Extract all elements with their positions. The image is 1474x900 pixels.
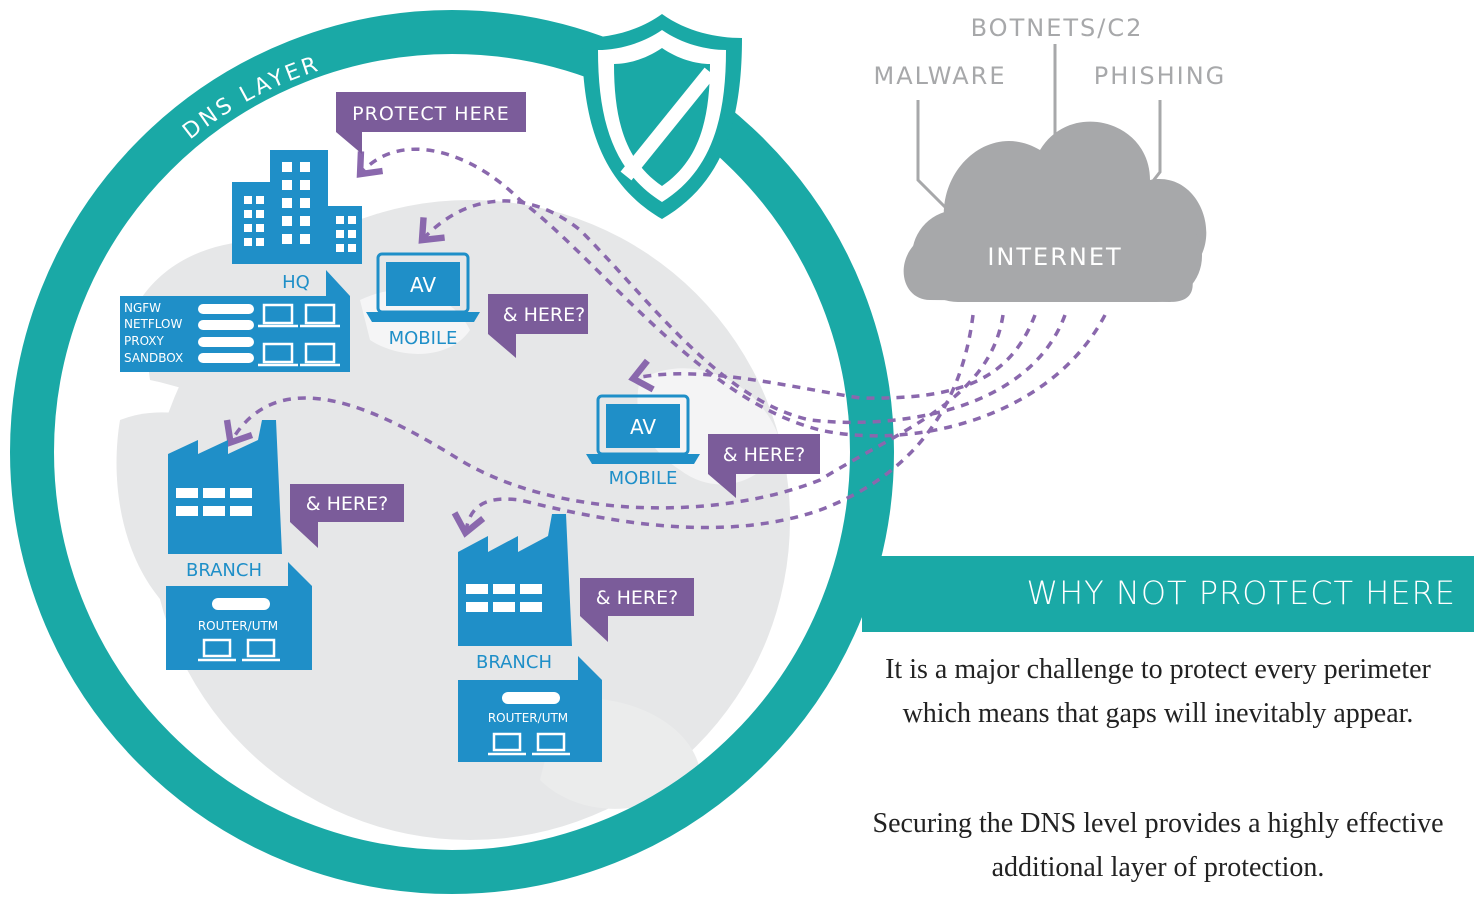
mobile-label-2: MOBILE [609, 468, 678, 489]
threat-phishing-label: PHISHING [1094, 62, 1227, 90]
protect-here-label: PROTECT HERE [352, 103, 510, 125]
threat-malware-label: MALWARE [874, 62, 1007, 90]
internet-cloud: INTERNET [903, 121, 1207, 303]
mobile-laptop-icon-1 [366, 252, 480, 322]
why-not-protect-here-banner: WHY NOT PROTECT HERE [862, 556, 1474, 632]
branch-laptop-icons-1 [198, 638, 280, 662]
mobile-laptop-icon-2 [586, 394, 700, 464]
traffic-line-hq [356, 147, 1107, 438]
branch-callout-label-2: & HERE? [596, 587, 678, 609]
hq-service-netflow: NETFLOW [124, 317, 182, 331]
hq-laptop-icons [258, 303, 340, 367]
branch-label-2: BRANCH [476, 652, 552, 673]
mobile-screen-label-2: AV [630, 415, 656, 439]
branch-router-icon-2 [502, 692, 560, 704]
traffic-lines [223, 147, 1107, 538]
traffic-line-mobile-2 [628, 314, 1037, 400]
branch-router-icon-1 [212, 598, 270, 610]
hq-building-icon [232, 150, 362, 264]
protect-here-callout: PROTECT HERE [336, 92, 526, 154]
internet-label: INTERNET [987, 243, 1122, 271]
hq-services: NGFW NETFLOW PROXY SANDBOX [124, 301, 183, 365]
shield-icon [582, 14, 742, 219]
hq-server-icons [198, 304, 254, 363]
mobile-callout-2: & HERE? [708, 434, 820, 498]
explanation-paragraph-2: Securing the DNS level provides a highly… [872, 808, 1444, 883]
mobile-callout-label-1: & HERE? [503, 304, 585, 326]
branch-device-label-2: ROUTER/UTM [488, 711, 568, 725]
branch-laptop-icons-2 [488, 732, 570, 756]
hq-service-sandbox: SANDBOX [124, 351, 183, 365]
mobile-callout-1: & HERE? [488, 294, 588, 358]
traffic-line-branch-2 [451, 314, 975, 538]
hq-service-proxy: PROXY [124, 334, 164, 348]
threat-lines [916, 44, 1162, 212]
hq-service-ngfw: NGFW [124, 301, 161, 315]
branch-callout-2: & HERE? [580, 578, 694, 642]
branch-label-1: BRANCH [186, 560, 262, 581]
mobile-screen-label-1: AV [410, 273, 436, 297]
branch-callout-1: & HERE? [290, 484, 404, 548]
banner-title: WHY NOT PROTECT HERE [1026, 574, 1456, 612]
branch-factory-icon-2 [458, 514, 572, 646]
traffic-line-mobile-1 [418, 199, 1067, 425]
explanation-paragraph-1: It is a major challenge to protect every… [885, 654, 1431, 729]
branch-callout-label-1: & HERE? [306, 493, 388, 515]
mobile-label-1: MOBILE [389, 328, 458, 349]
branch-panel-1 [166, 562, 312, 670]
branch-factory-icon-1 [168, 420, 282, 554]
dns-layer-ring [10, 10, 894, 894]
threat-botnets-label: BOTNETS/C2 [971, 14, 1144, 42]
mobile-callout-label-2: & HERE? [723, 444, 805, 466]
branch-device-label-1: ROUTER/UTM [198, 619, 278, 633]
hq-label: HQ [282, 272, 310, 293]
